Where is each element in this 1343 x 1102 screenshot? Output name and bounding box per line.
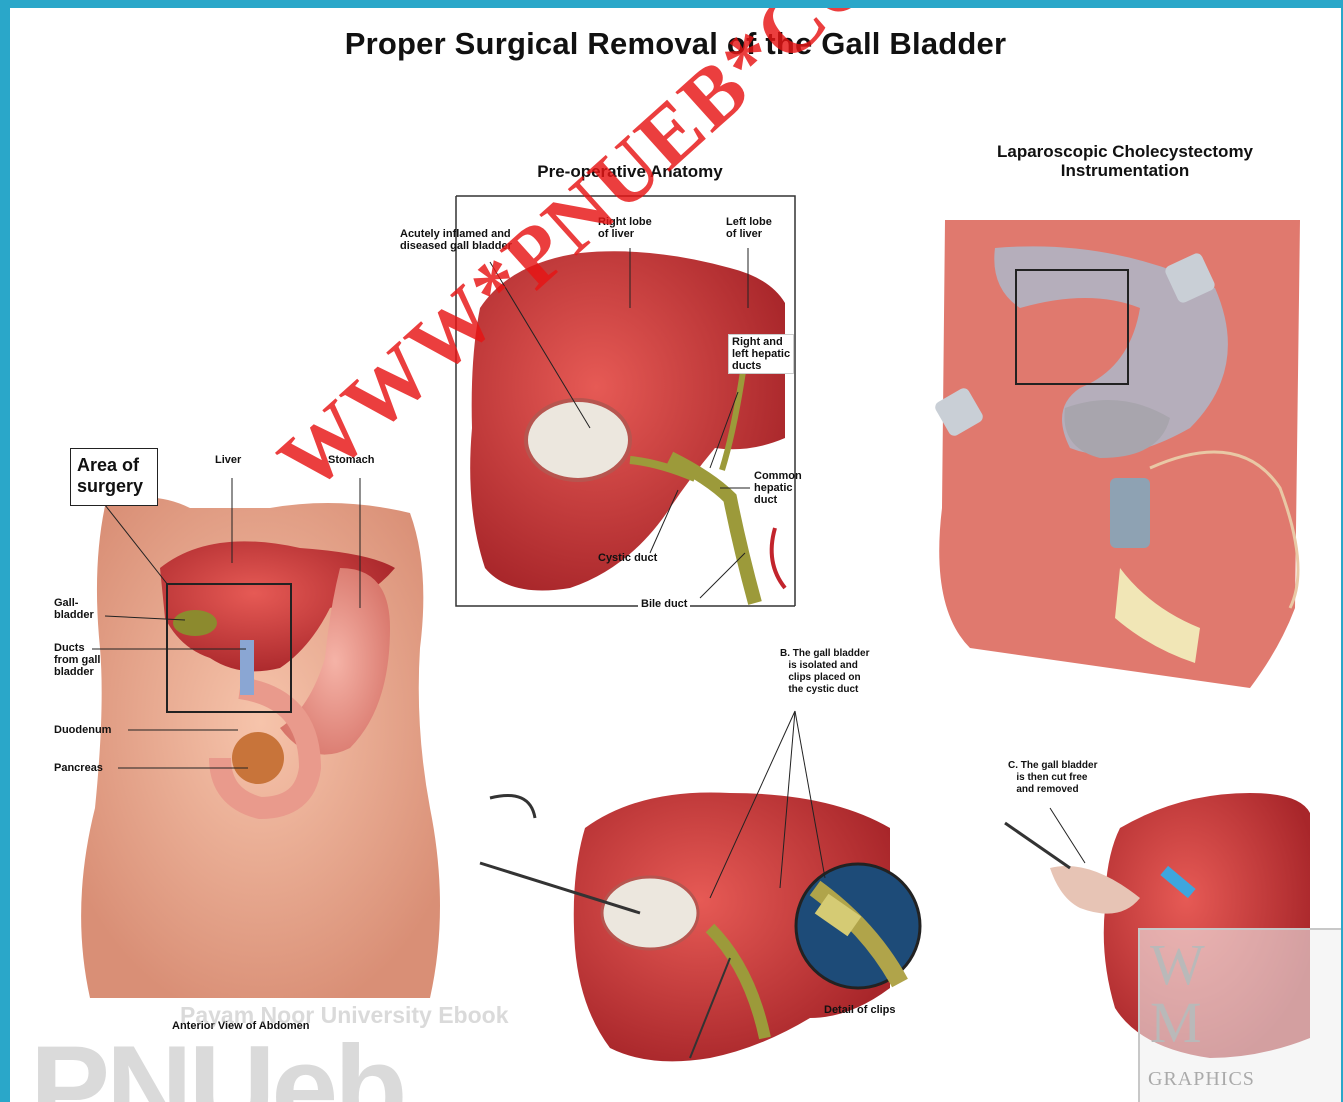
- ducts-label: Ducts from gall bladder: [54, 642, 100, 678]
- area-of-surgery-label: Area of surgery: [77, 455, 143, 497]
- pancreas-label: Pancreas: [54, 762, 103, 774]
- pnueb-logo: PNUeb: [30, 1028, 403, 1102]
- cystic-duct-label: Cystic duct: [598, 552, 657, 564]
- gallbladder-label: Gall- bladder: [54, 597, 94, 621]
- hepatic-ducts-label: Right and left hepatic ducts: [728, 334, 794, 374]
- illustration-sheet: Proper Surgical Removal of the Gall Blad…: [10, 8, 1341, 1102]
- step-c-caption: C. The gall bladder is then cut free and…: [1008, 760, 1097, 796]
- duodenum-label: Duodenum: [54, 724, 111, 736]
- detail-of-clips-label: Detail of clips: [824, 1004, 896, 1016]
- laparoscopic-figure: [933, 220, 1300, 688]
- laparoscopic-heading: Laparoscopic Cholecystectomy Instrumenta…: [970, 142, 1280, 180]
- area-of-surgery-box: Area of surgery: [70, 448, 158, 506]
- wma-graphics-text: GRAPHICS: [1148, 1068, 1255, 1091]
- liver-label: Liver: [215, 454, 241, 466]
- bile-duct-label: Bile duct: [638, 598, 690, 610]
- step-b-caption: B. The gall bladder is isolated and clip…: [780, 648, 869, 696]
- pnueb-logo-text: PNUeb: [30, 1021, 403, 1102]
- anterior-abdomen-figure: [81, 478, 440, 998]
- left-lobe-label: Left lobe of liver: [726, 216, 772, 240]
- common-hepatic-duct-label: Common hepatic duct: [754, 470, 802, 506]
